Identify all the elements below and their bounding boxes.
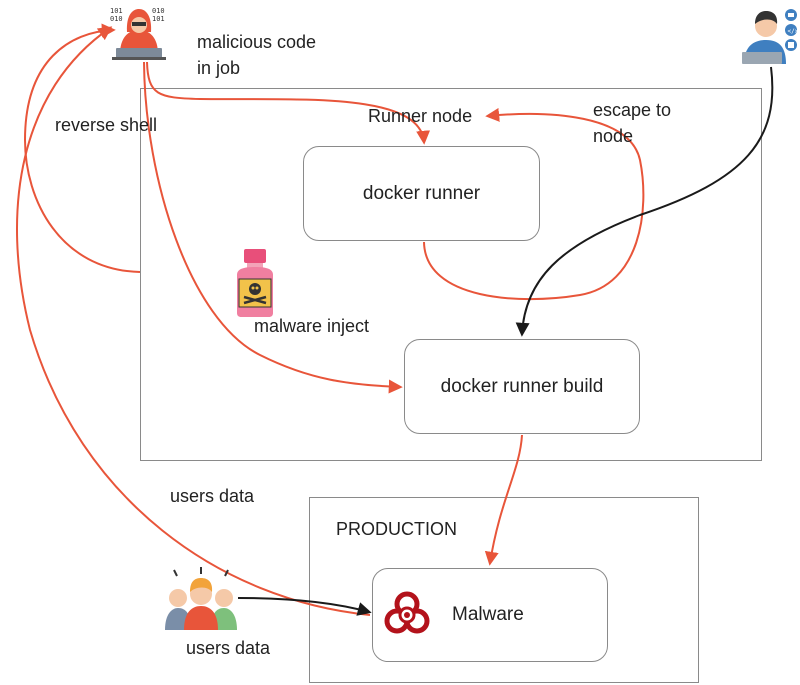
production-frame (309, 497, 699, 683)
users-group-icon (165, 567, 237, 630)
hacker-icon: 101 010 010 101 (110, 7, 166, 60)
arrow-users-data-exfil (16, 26, 371, 616)
svg-text:</>: </> (788, 28, 799, 35)
arrow-developer-to-build (515, 66, 774, 337)
arrow-users-to-malware (237, 597, 372, 616)
svg-text:010: 010 (110, 15, 123, 23)
reverse-shell-label: reverse shell (55, 115, 158, 135)
arrow-malware-inject (143, 61, 403, 394)
docker-runner-label: docker runner (362, 182, 481, 204)
svg-text:010: 010 (152, 7, 165, 15)
docker-runner-build-label: docker runner build (440, 375, 604, 397)
users-data-people-label: users data (186, 638, 271, 658)
malware-inject-label: malware inject (254, 316, 370, 336)
malware-label: Malware (452, 604, 524, 625)
svg-text:101: 101 (152, 15, 165, 23)
developer-icon: </> (742, 9, 799, 64)
runner-node-label: Runner node (368, 106, 473, 126)
poison-bottle-icon (237, 249, 273, 317)
arrow-build-to-malware (484, 434, 523, 566)
docker-runner-box: docker runner (303, 146, 540, 241)
escape-to-node-label-line2: node (593, 126, 634, 146)
production-label: PRODUCTION (336, 519, 457, 539)
malicious-code-label-line2: in job (197, 58, 241, 78)
svg-text:101: 101 (110, 7, 123, 15)
biohazard-icon (384, 591, 430, 634)
malicious-code-label-line1: malicious code (197, 32, 317, 52)
arrow-reverse-shell (23, 23, 141, 273)
runner-node-frame (140, 88, 762, 461)
arrow-hacker-to-docker-runner (146, 61, 431, 145)
escape-to-node-label-line1: escape to (593, 100, 672, 120)
users-data-arrow-label: users data (170, 486, 255, 506)
docker-runner-build-box: docker runner build (404, 339, 640, 434)
arrow-escape-to-node (423, 107, 645, 301)
